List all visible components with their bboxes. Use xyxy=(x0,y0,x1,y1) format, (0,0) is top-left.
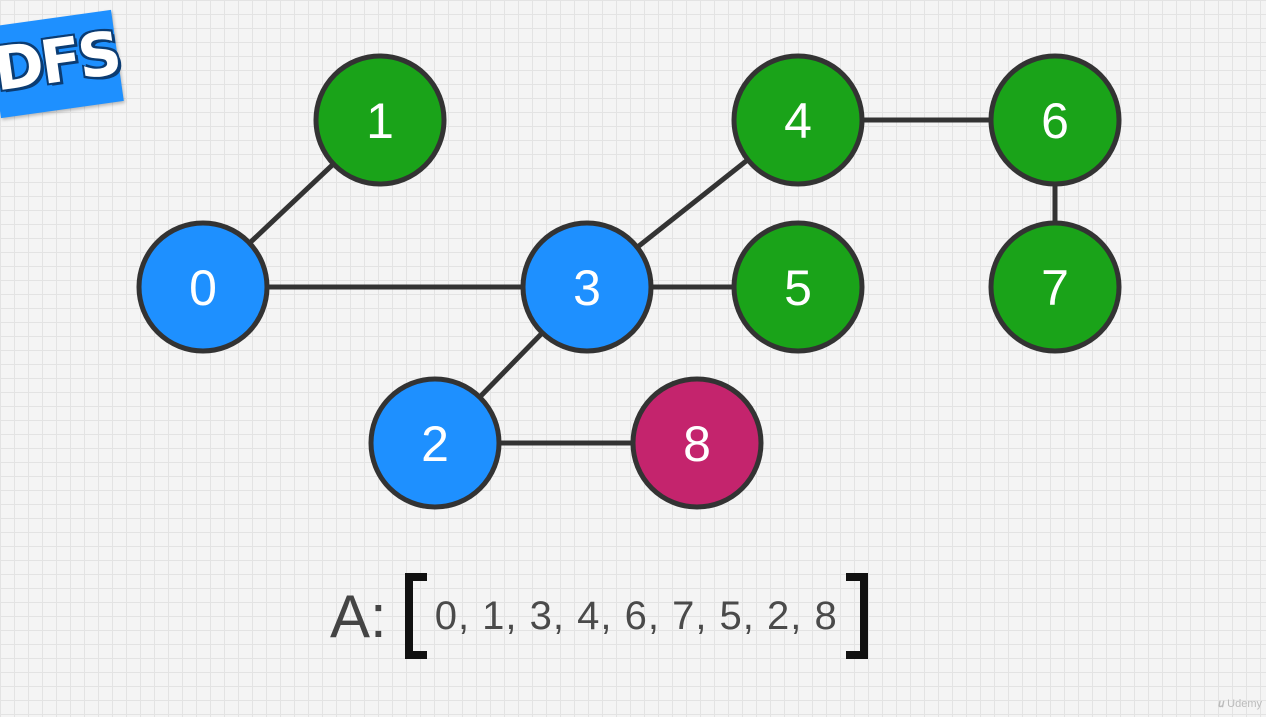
traversal-result: A: 0, 1, 3, 4, 6, 7, 5, 2, 8 xyxy=(330,566,868,666)
node-circle-7 xyxy=(988,220,1122,354)
node-8: 8 xyxy=(630,376,764,510)
node-2: 2 xyxy=(368,376,502,510)
node-label-5: 5 xyxy=(784,260,812,316)
node-1: 1 xyxy=(313,53,447,187)
node-5: 5 xyxy=(731,220,865,354)
node-label-6: 6 xyxy=(1041,93,1069,149)
result-label: A: xyxy=(330,582,387,650)
node-circle-2 xyxy=(368,376,502,510)
node-layer: 0 1 2 3 4 5 6 7 8 xyxy=(136,53,1122,510)
node-3: 3 xyxy=(520,220,654,354)
node-circle-1 xyxy=(313,53,447,187)
left-bracket xyxy=(404,573,427,659)
node-label-0: 0 xyxy=(189,260,217,316)
node-label-8: 8 xyxy=(683,416,711,472)
node-circle-5 xyxy=(731,220,865,354)
result-values: 0, 1, 3, 4, 6, 7, 5, 2, 8 xyxy=(434,593,838,638)
node-circle-3 xyxy=(520,220,654,354)
node-circle-4 xyxy=(731,53,865,187)
node-label-4: 4 xyxy=(784,93,812,149)
node-label-3: 3 xyxy=(573,260,601,316)
node-label-1: 1 xyxy=(366,93,394,149)
node-label-7: 7 xyxy=(1041,260,1069,316)
udemy-logo-icon: 𝑢 xyxy=(1218,698,1225,710)
node-7: 7 xyxy=(988,220,1122,354)
node-6: 6 xyxy=(988,53,1122,187)
watermark-text: Udemy xyxy=(1227,698,1262,710)
node-circle-0 xyxy=(136,220,270,354)
node-0: 0 xyxy=(136,220,270,354)
node-circle-8 xyxy=(630,376,764,510)
node-4: 4 xyxy=(731,53,865,187)
node-label-2: 2 xyxy=(421,416,449,472)
right-bracket xyxy=(845,573,868,659)
node-circle-6 xyxy=(988,53,1122,187)
